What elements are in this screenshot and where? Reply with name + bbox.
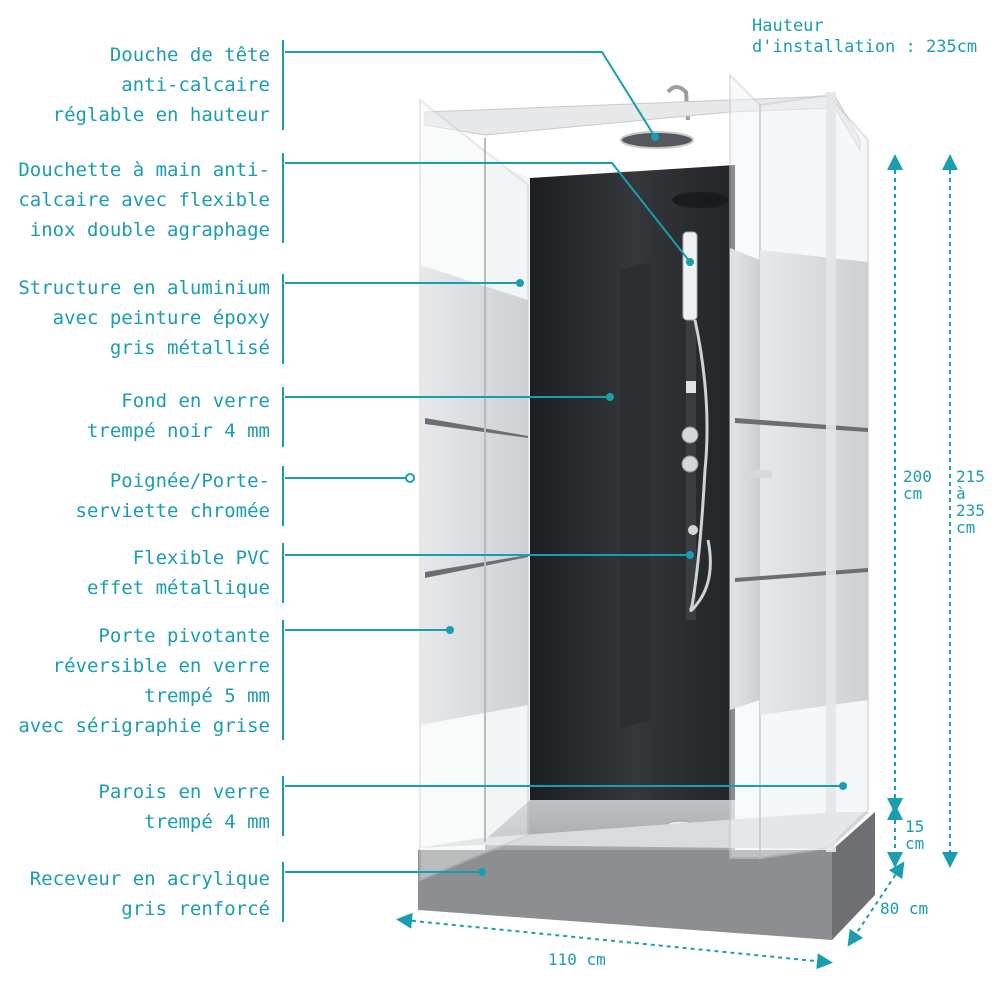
callout-bar [282,862,284,922]
callout-douchette: Douchette à main anti-calcaire avec flex… [18,159,270,241]
callout-bar [282,40,284,130]
callout-bar [282,543,284,603]
callout-bar [282,153,284,243]
callout-bar [282,776,284,836]
hand-shower [682,231,698,321]
callout-bar [282,387,284,447]
depth-label: 80 cm [880,899,929,918]
width-label: 110 cm [548,950,606,969]
hose [689,319,712,612]
callout-bar [282,620,284,740]
callout-bar [282,274,284,364]
callout-bar [282,466,284,526]
callout-poignee: Poignée/Porte-serviette chromée [75,470,270,522]
